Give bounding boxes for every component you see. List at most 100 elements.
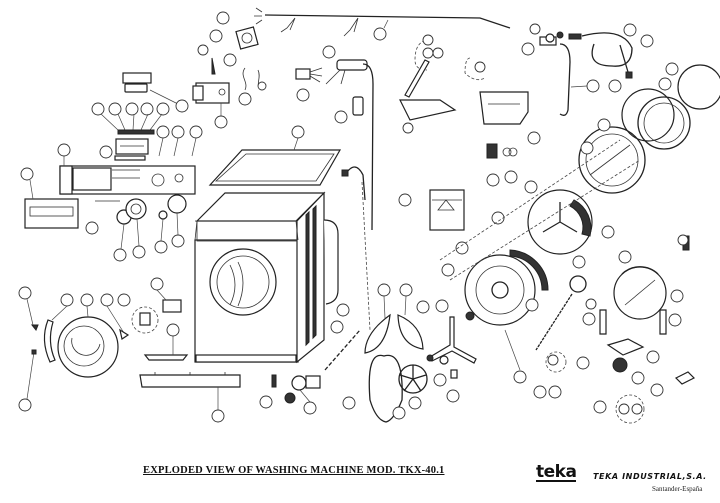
callout [601,225,615,239]
callout [582,312,596,326]
door-lock [131,277,182,334]
callout [91,102,105,116]
callout [585,298,597,310]
callout [677,234,689,246]
callout [140,102,154,116]
callout [216,11,230,25]
callout [223,53,237,67]
callout [527,131,541,145]
callout [525,298,539,312]
switch-buttons [91,102,203,161]
callout [422,47,434,59]
door-seal [608,62,720,150]
wiring-harness [254,7,511,41]
callout [322,45,336,59]
callout [156,102,170,116]
callout [597,118,611,132]
callout [658,77,672,91]
callout [547,354,559,366]
callout [441,263,455,277]
misc-clips [398,131,541,231]
callout [259,395,273,409]
callout [504,170,518,184]
callout [576,356,590,370]
callout [608,79,622,93]
callout [416,300,430,314]
program-knobs [85,194,187,262]
callout [154,240,168,254]
callout [433,373,447,387]
drain-pump [259,374,321,415]
callout [171,125,185,139]
callout [548,385,562,399]
callout [334,110,348,124]
cabinet [194,191,350,364]
callout [435,299,449,313]
callout [330,320,344,334]
callout [117,293,131,307]
callout [529,23,541,35]
callout [572,255,586,269]
diagram-title: EXPLODED VIEW OF WASHING MACHINE MOD. TK… [143,465,445,476]
door-switch [122,72,189,113]
callout [166,323,180,337]
callout [521,42,535,56]
callout [631,371,645,385]
callout [623,23,637,37]
callout [432,47,444,59]
callout [640,34,654,48]
callout [342,396,356,410]
callout [402,122,414,134]
callout [125,102,139,116]
callout [491,211,505,225]
drum-spider [416,299,477,403]
callout [18,286,32,300]
callout [238,92,252,106]
callout [171,234,185,248]
pump-assembly [576,338,696,424]
detergent-drawer-front [20,167,79,229]
callout [80,293,94,307]
callout [60,293,74,307]
callout [189,125,203,139]
callout [408,396,422,410]
callout [586,79,600,93]
shock-absorbers [582,298,682,364]
callout [631,403,643,415]
drain-hose [324,329,361,371]
callout [399,283,413,297]
inlet-hose [556,23,654,79]
company-name: TEKA INDUSTRIAL,S.A. [593,472,707,481]
tub-rear [441,211,549,326]
company-location: Santander-España [652,485,703,493]
relay-block [192,67,267,129]
callout [593,400,607,414]
callout [100,293,114,307]
heating-element [535,255,587,351]
callout [156,125,170,139]
callout [214,115,228,129]
callout [336,303,350,317]
hose-clips [504,329,567,399]
callout [197,44,209,56]
callout [20,167,34,181]
callout [580,141,594,155]
callout [85,221,99,235]
callout [392,406,406,420]
springs [341,166,371,331]
drum-pulley [392,364,428,420]
timer [197,11,259,75]
callout [291,125,305,139]
top-cover [208,125,342,186]
callout [398,193,412,207]
teka-logo: teka [536,462,577,482]
callout [668,313,682,327]
detergent-dispenser [399,34,529,134]
callout [150,277,164,291]
callout [108,102,122,116]
door-handle-trim [143,323,189,361]
callout [377,283,391,297]
drum [524,180,615,255]
callout [513,370,527,384]
